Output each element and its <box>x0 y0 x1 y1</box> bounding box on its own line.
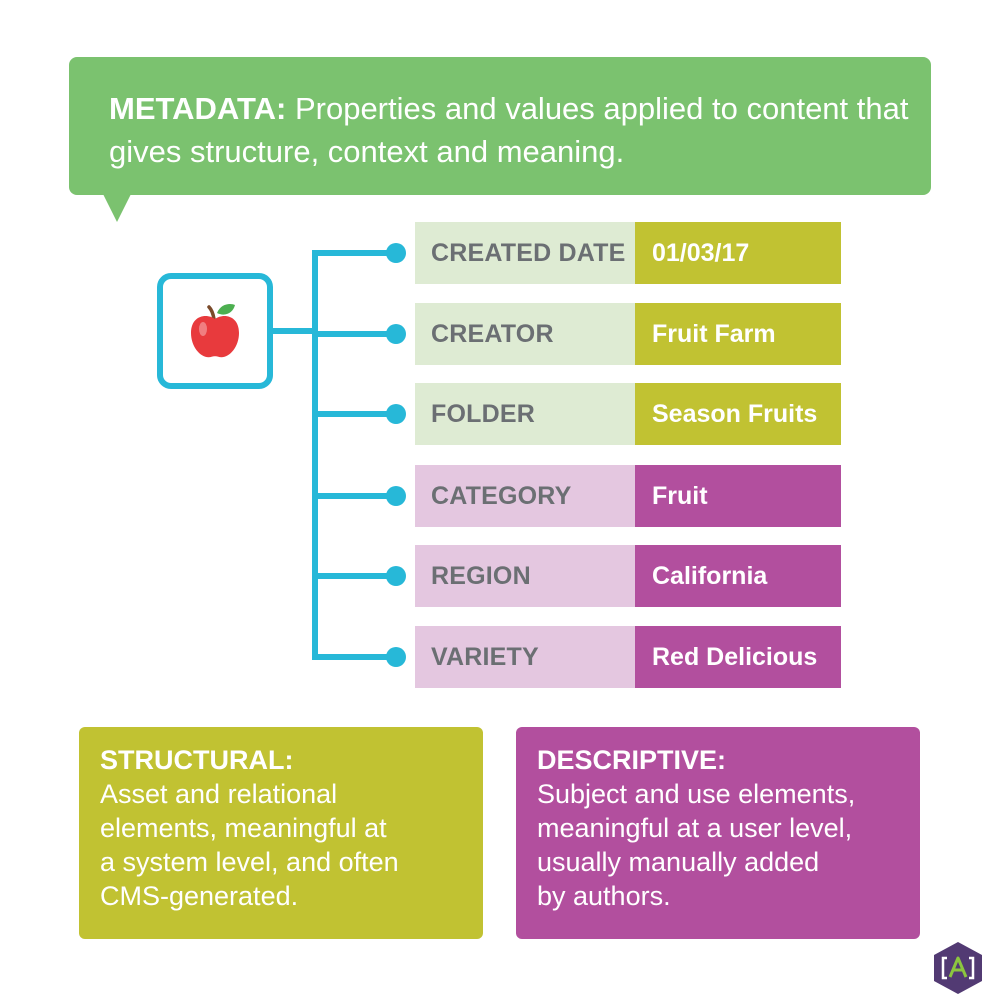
metadata-key: CREATED DATE <box>415 222 635 284</box>
definition-text: METADATA: Properties and values applied … <box>109 87 911 173</box>
descriptive-body: Subject and use elements, meaningful at … <box>537 779 856 911</box>
definition-body: Properties and values applied to content… <box>109 91 909 169</box>
metadata-key: REGION <box>415 545 635 607</box>
connector-dot <box>386 243 406 263</box>
metadata-value: California <box>635 545 841 607</box>
asset-box <box>157 273 273 389</box>
metadata-value: Fruit Farm <box>635 303 841 365</box>
descriptive-title: DESCRIPTIVE: <box>537 745 727 775</box>
connector-dot <box>386 647 406 667</box>
apple-icon <box>191 303 239 358</box>
structural-title: STRUCTURAL: <box>100 745 294 775</box>
metadata-key: CREATOR <box>415 303 635 365</box>
connector-dot <box>386 566 406 586</box>
structural-panel: STRUCTURAL: Asset and relational element… <box>79 727 483 939</box>
metadata-key: VARIETY <box>415 626 635 688</box>
metadata-key: FOLDER <box>415 383 635 445</box>
descriptive-panel: DESCRIPTIVE: Subject and use elements, m… <box>516 727 920 939</box>
connector-dot <box>386 404 406 424</box>
metadata-value: Fruit <box>635 465 841 527</box>
structural-body: Asset and relational elements, meaningfu… <box>100 779 399 911</box>
definition-callout: METADATA: Properties and values applied … <box>69 57 931 195</box>
metadata-value: Season Fruits <box>635 383 841 445</box>
metadata-key: CATEGORY <box>415 465 635 527</box>
definition-term: METADATA: <box>109 91 287 126</box>
metadata-value: 01/03/17 <box>635 222 841 284</box>
metadata-value: Red Delicious <box>635 626 841 688</box>
callout-tail <box>103 194 131 222</box>
connector-dot <box>386 486 406 506</box>
bracket-a-logo-icon <box>934 942 982 994</box>
connector-dot <box>386 324 406 344</box>
